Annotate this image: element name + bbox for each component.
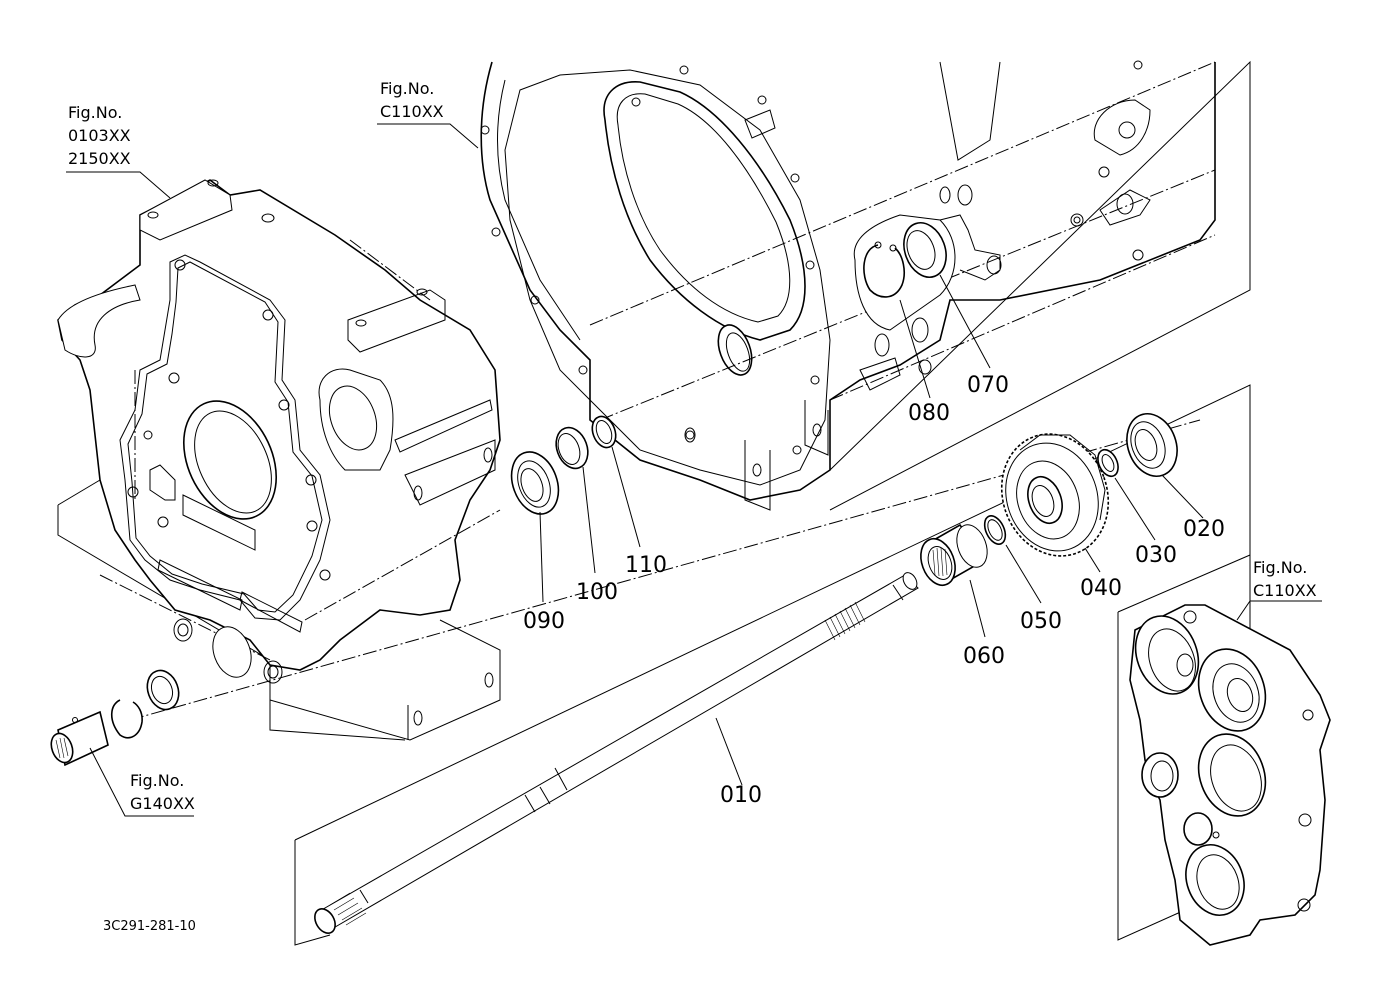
callout-060[interactable]: 060 [963,579,1005,669]
callout-070[interactable]: 070 [939,274,1009,398]
part-030-snap-ring [1097,448,1119,478]
callout-100[interactable]: 100 [576,466,618,605]
callout-number: 100 [576,580,618,605]
fig-ref-0103xx-2150xx: Fig.No. 0103XX 2150XX [66,103,171,199]
fig-ref-code: C110XX [1253,581,1317,600]
part-090-oil-seal [510,451,560,515]
callout-110[interactable]: 110 [611,446,667,578]
part-070-bearing [903,222,947,278]
center-section-frame [829,60,1251,511]
center-housing [480,60,1216,511]
callout-number: 020 [1183,517,1225,542]
callout-030[interactable]: 030 [1114,477,1177,568]
callout-number: 050 [1020,609,1062,634]
left-housing [57,179,501,741]
fig-ref-code: G140XX [130,794,195,813]
fig-ref-c110xx-right: Fig.No. C110XX [1236,558,1322,621]
part-060-collar [920,523,988,587]
fig-ref-g140xx: Fig.No. G140XX [89,747,195,817]
part-050-snap-ring [983,515,1007,545]
fig-ref-heading: Fig.No. [68,103,122,122]
callout-number: 110 [625,553,667,578]
callout-number: 080 [908,401,950,426]
fig-ref-heading: Fig.No. [130,771,184,790]
part-100-bearing [555,426,589,470]
fig-ref-heading: Fig.No. [380,79,434,98]
callout-number: 060 [963,644,1005,669]
callout-080[interactable]: 080 [899,299,950,426]
callout-number: 090 [523,609,565,634]
lower-left-parts [50,669,180,767]
part-080-snap-ring [863,241,905,298]
callout-050[interactable]: 050 [1005,544,1062,634]
fig-ref-c110xx-top: Fig.No. C110XX [377,79,479,149]
fig-ref-code: C110XX [380,102,444,121]
callout-090[interactable]: 090 [523,511,565,634]
callout-number: 040 [1080,576,1122,601]
fig-ref-code: 0103XX [68,126,131,145]
callout-number: 070 [967,373,1009,398]
drawing-code: 3C291-281-10 [103,919,196,934]
part-040-gear [1000,433,1110,557]
fig-ref-heading: Fig.No. [1253,558,1307,577]
right-cover [1117,554,1331,946]
callout-010[interactable]: 010 [715,717,762,808]
callout-number: 030 [1135,543,1177,568]
callout-number: 010 [720,783,762,808]
fig-ref-code: 2150XX [68,149,131,168]
part-110-seal-ring [591,415,617,449]
part-010-shaft [314,572,919,934]
callout-020[interactable]: 020 [1161,474,1225,542]
callout-040[interactable]: 040 [1080,547,1122,601]
part-020-bearing [1126,413,1178,477]
